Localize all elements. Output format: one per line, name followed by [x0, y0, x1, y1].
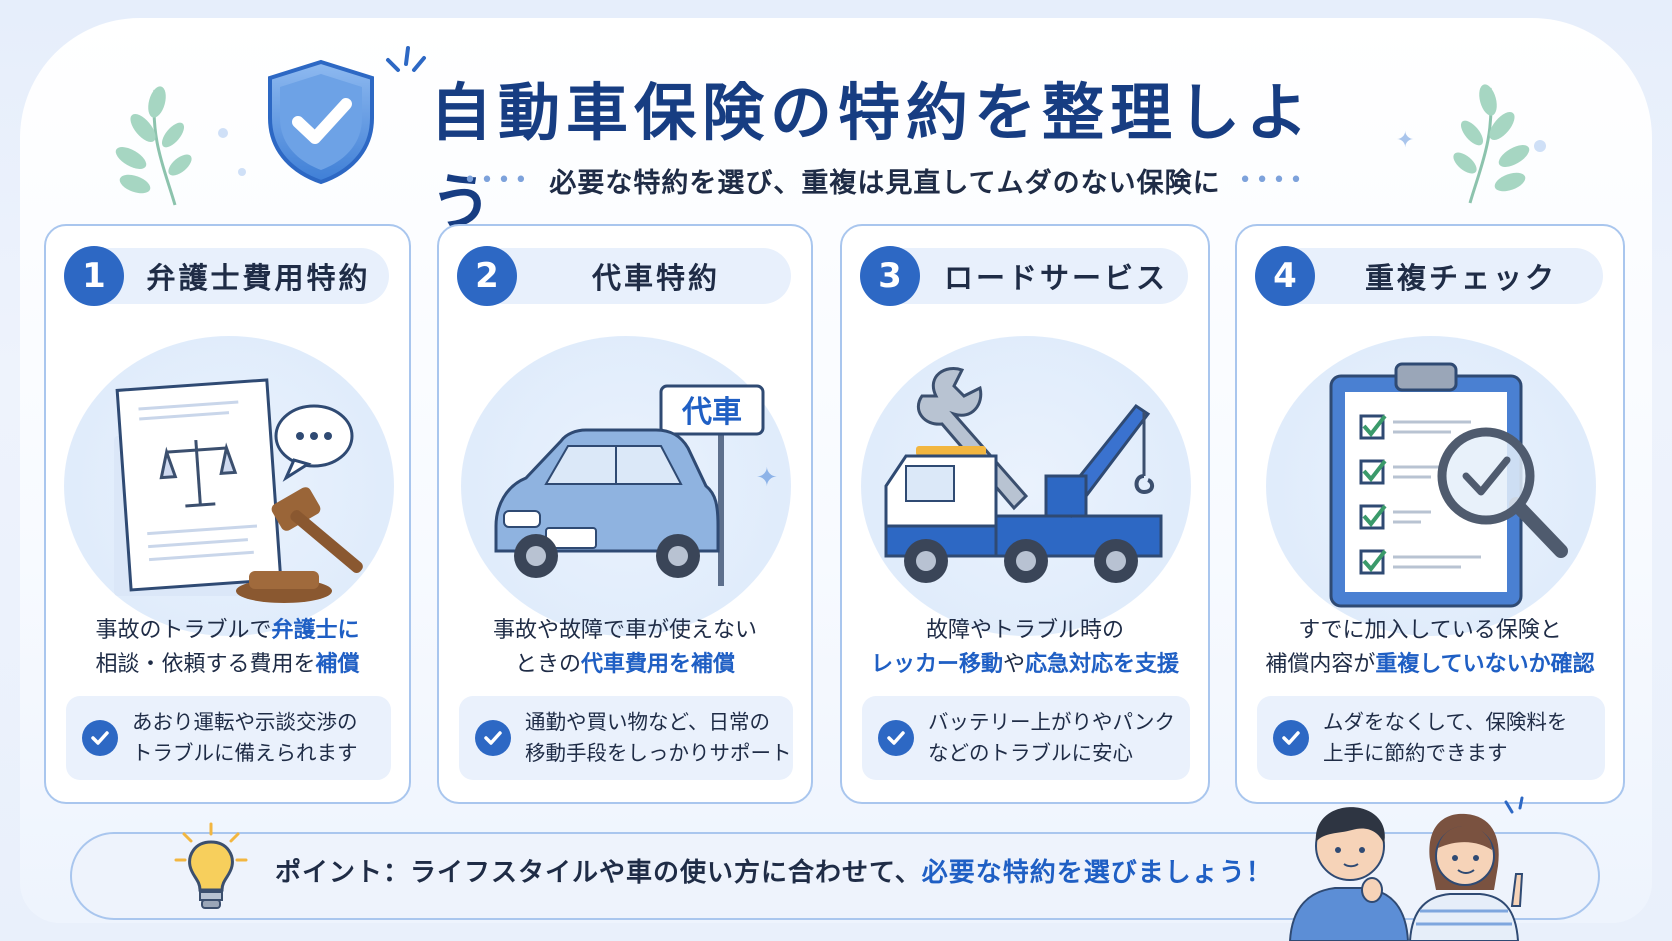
leaf-icon — [115, 86, 192, 206]
card-description: すでに加入している保険と 補償内容が重複していないか確認 — [1265, 618, 1595, 677]
card-number: 1 — [64, 246, 124, 306]
card-duplicate-check: 4 重複チェック — [1235, 224, 1625, 804]
illustration — [63, 336, 394, 636]
card-note: バッテリー上がりやパンク などのトラブルに安心 — [862, 696, 1190, 780]
sparkle-icon — [386, 46, 426, 72]
magnifier-icon — [1437, 427, 1568, 558]
leaf-icon — [1453, 84, 1530, 204]
card-title: ロードサービス — [943, 261, 1168, 295]
document-gavel-illustration — [113, 378, 363, 603]
check-icon — [475, 720, 511, 756]
tow-truck-icon — [884, 367, 1163, 583]
scales-icon — [158, 439, 237, 508]
sparkle-icon: ✦ — [1396, 128, 1415, 153]
wrench-icon — [916, 367, 1029, 511]
clipboard-icon — [1329, 362, 1568, 608]
card-title: 弁護士費用特約 — [146, 261, 371, 295]
card-header: 4 重複チェック — [1255, 246, 1603, 306]
speech-bubble-icon — [274, 404, 353, 482]
card-note: ムダをなくして、保険料を 上手に節約できます — [1257, 696, 1605, 780]
dots-left: •••• — [463, 167, 532, 193]
check-icon — [1273, 720, 1309, 756]
card-road-service: 3 ロードサービス — [840, 224, 1210, 804]
decor-dot — [1534, 140, 1546, 152]
card-number: 2 — [457, 246, 517, 306]
svg-text:✦: ✦ — [756, 463, 778, 493]
card-description: 事故や故障で車が使えない ときの代車費用を補償 — [492, 618, 757, 677]
lightbulb-icon — [174, 822, 248, 909]
card-title: 代車特約 — [591, 261, 720, 295]
card-number: 3 — [860, 246, 920, 306]
card-note: あおり運転や示談交渉の トラブルに備えられます — [66, 696, 391, 780]
page-title: 自動車保険の特約を整理しよう — [430, 76, 1315, 239]
illustration: 代車 ✦ — [461, 336, 791, 636]
card-description: 故障やトラブル時の レッカー移動や応急対応を支援 — [870, 618, 1180, 677]
card-title: 重複チェック — [1364, 261, 1557, 295]
gavel-icon — [235, 487, 363, 603]
header: 自動車保険の特約を整理しよう •••• 必要な特約を選び、重複は見直してムダのな… — [0, 0, 1672, 239]
sign-text: 代車 — [681, 395, 742, 430]
illustration — [861, 336, 1191, 636]
card-header: 3 ロードサービス — [860, 246, 1188, 306]
page-subtitle: 必要な特約を選び、重複は見直してムダのない保険に — [549, 167, 1221, 199]
decor-dot — [238, 168, 246, 176]
card-header: 1 弁護士費用特約 — [64, 246, 389, 306]
illustration — [1259, 336, 1603, 636]
subtitle-row: •••• 必要な特約を選び、重複は見直してムダのない保険に •••• — [405, 158, 1365, 202]
check-icon — [878, 720, 914, 756]
decor-dot — [218, 128, 228, 138]
card-header: 2 代車特約 — [457, 246, 791, 306]
check-icon — [82, 720, 118, 756]
card-lawyer-fee: 1 弁護士費用特約 — [44, 224, 411, 804]
point-text: ポイント：ライフスタイルや車の使い方に合わせて、必要な特約を選びましょう！ — [275, 858, 1273, 888]
card-number: 4 — [1255, 246, 1315, 306]
car-icon: 代車 ✦ — [494, 384, 778, 586]
card-description: 事故のトラブルで弁護士に 相談・依頼する費用を補償 — [95, 618, 360, 677]
people-illustration — [1288, 796, 1524, 941]
shield-check-icon — [268, 59, 374, 185]
card-note: 通勤や買い物など、日常の 移動手段をしっかりサポート — [459, 696, 793, 780]
dots-right: •••• — [1238, 167, 1307, 193]
card-rental-car: 2 代車特約 代車 ✦ 事故や故障で車が使えない ときの代車費用を補償 — [437, 224, 813, 804]
